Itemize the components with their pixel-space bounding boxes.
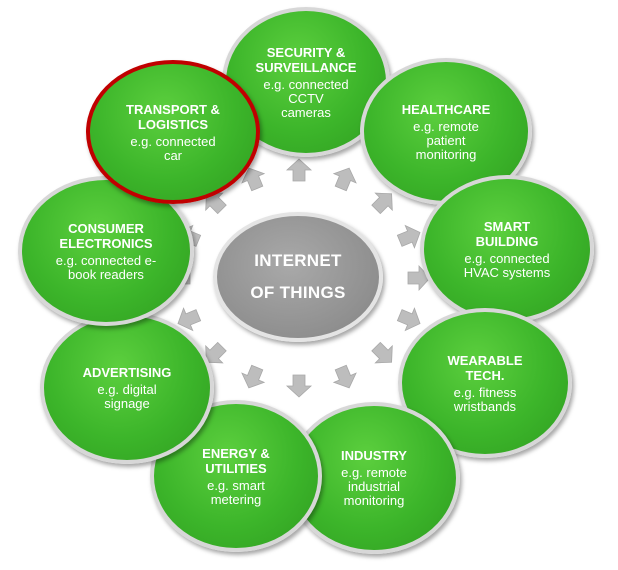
node-advertising: ADVERTISING e.g. digital signage: [40, 312, 214, 464]
ring-arrow-icon: [332, 167, 357, 192]
node-title: HEALTHCARE: [401, 101, 491, 117]
center-title: INTERNET OF THINGS: [250, 251, 346, 302]
node-description: e.g. connected car: [130, 133, 216, 163]
ring-arrow-icon: [285, 158, 313, 182]
node-title: SECURITY & SURVEILLANCE: [255, 44, 357, 75]
node-transport-logistics: TRANSPORT & LOGISTICS e.g. connected car: [86, 60, 260, 204]
center-hub: INTERNET OF THINGS: [213, 212, 383, 342]
node-title: WEARABLE TECH.: [447, 352, 523, 383]
node-title: ENERGY & UTILITIES: [202, 445, 270, 476]
node-description: e.g. connected HVAC systems: [463, 250, 551, 280]
node-title: INDUSTRY: [341, 448, 407, 463]
node-energy-utilities: ENERGY & UTILITIES e.g. smart metering: [150, 400, 322, 552]
ring-arrow-icon: [285, 374, 313, 398]
node-description: e.g. smart metering: [207, 477, 265, 507]
node-title: ADVERTISING: [82, 365, 172, 380]
ring-arrow-icon: [396, 224, 421, 249]
ring-arrow-icon: [241, 364, 266, 389]
ring-arrow-icon: [371, 341, 393, 364]
node-description: e.g. remote industrial monitoring: [341, 465, 407, 508]
node-description: e.g. digital signage: [97, 382, 157, 411]
ring-arrow-icon: [371, 192, 393, 215]
node-description: e.g. remote patient monitoring: [413, 118, 479, 162]
ring-arrow-icon: [332, 364, 357, 389]
node-description: e.g. fitness wristbands: [453, 384, 517, 414]
node-description: e.g. connected CCTV cameras: [263, 76, 349, 120]
ring-arrow-icon: [241, 167, 266, 192]
node-smart-building: SMART BUILDING e.g. connected HVAC syste…: [420, 175, 594, 323]
node-title: TRANSPORT & LOGISTICS: [126, 101, 220, 132]
node-title: SMART BUILDING: [475, 218, 539, 249]
node-description: e.g. connected e- book readers: [55, 252, 157, 282]
ring-arrow-icon: [205, 341, 227, 364]
node-title: CONSUMER ELECTRONICS: [59, 220, 153, 251]
ring-arrow-icon: [177, 307, 202, 332]
ring-arrow-icon: [396, 307, 421, 332]
